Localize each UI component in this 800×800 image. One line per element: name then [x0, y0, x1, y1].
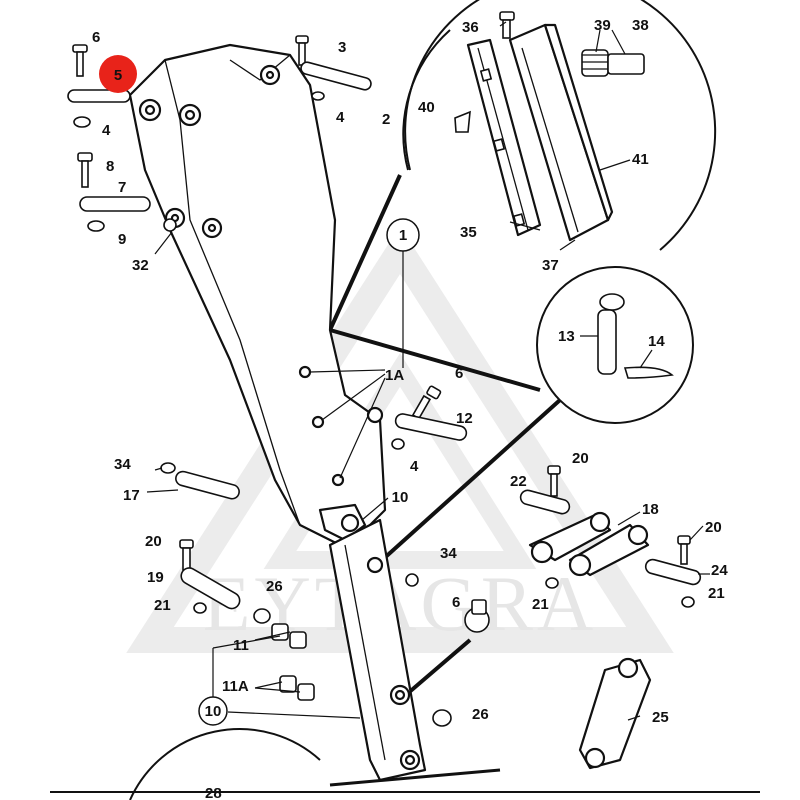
label-18: 18 — [642, 501, 659, 518]
label-17: 17 — [123, 487, 140, 504]
label-20-left: 20 — [145, 533, 162, 550]
callout-1-text: 1 — [399, 227, 407, 244]
label-7: 7 — [118, 179, 126, 196]
bottom-detail-arc — [50, 728, 760, 800]
label-28: 28 — [205, 785, 222, 800]
label-6: 6 — [92, 29, 100, 46]
label-6-fitting: 6 — [452, 594, 460, 611]
highlight-part-5: 5 — [99, 55, 137, 93]
label-26-bottom: 26 — [472, 706, 489, 723]
label-34-right: 34 — [440, 545, 457, 562]
label-4-top: 4 — [336, 109, 345, 126]
label-4: 4 — [102, 122, 111, 139]
label-9: 9 — [118, 231, 126, 248]
link-25 — [578, 657, 652, 770]
label-39: 39 — [594, 17, 611, 34]
right-linkage — [519, 465, 702, 608]
label-21-right: 21 — [708, 585, 725, 602]
callout-10-bottom: 10 — [198, 696, 228, 726]
wear-strip-detail — [402, 0, 717, 251]
dipper-arm — [128, 43, 427, 782]
label-24: 24 — [711, 562, 728, 579]
callout-10-top: 10 — [392, 489, 409, 506]
lower-left-parts — [179, 539, 452, 727]
label-1A-top: 1A — [385, 367, 404, 384]
label-25: 25 — [652, 709, 669, 726]
label-8: 8 — [106, 158, 114, 175]
label-41: 41 — [632, 151, 649, 168]
label-3: 3 — [338, 39, 346, 56]
label-34-left: 34 — [114, 456, 131, 473]
label-40: 40 — [418, 99, 435, 116]
label-2: 2 — [382, 111, 390, 128]
top-middle-fasteners — [295, 35, 372, 101]
part-labels: 6 4 8 7 9 32 3 4 2 36 39 38 40 41 35 37 … — [92, 17, 728, 800]
label-20-right: 20 — [705, 519, 722, 536]
label-13: 13 — [558, 328, 575, 345]
label-6-center: 6 — [455, 365, 463, 382]
center-fasteners — [160, 385, 490, 633]
label-11: 11 — [233, 637, 249, 654]
label-26-top: 26 — [266, 578, 283, 595]
label-4-center: 4 — [410, 458, 419, 475]
label-20-top: 20 — [572, 450, 589, 467]
label-19: 19 — [147, 569, 164, 586]
label-12: 12 — [456, 410, 473, 427]
label-21-left: 21 — [154, 597, 171, 614]
callout-10-top-text: 10 — [392, 489, 409, 506]
label-32: 32 — [132, 257, 149, 274]
upper-left-fasteners — [67, 44, 177, 232]
label-22: 22 — [510, 473, 527, 490]
highlight-part-5-text: 5 — [114, 67, 122, 84]
leader-lines — [146, 21, 710, 721]
label-37: 37 — [542, 257, 559, 274]
label-35: 35 — [460, 224, 477, 241]
label-14: 14 — [648, 333, 665, 350]
label-38: 38 — [632, 17, 649, 34]
lock-pin-detail — [536, 266, 694, 424]
label-36: 36 — [462, 19, 479, 36]
label-21-center: 21 — [532, 596, 549, 613]
label-11A: 11A — [222, 678, 249, 695]
callout-1: 1 — [386, 218, 420, 252]
callout-10-bottom-text: 10 — [205, 703, 222, 720]
